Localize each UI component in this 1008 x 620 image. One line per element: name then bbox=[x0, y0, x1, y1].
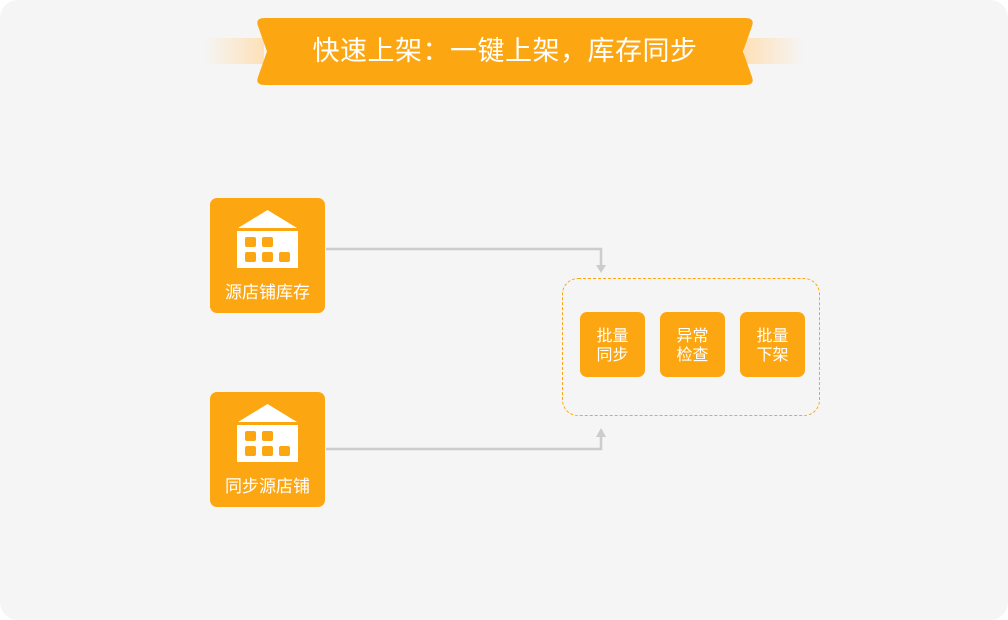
source-label: 同步源店铺 bbox=[225, 477, 310, 497]
banner-title: 快速上架：一键上架，库存同步 bbox=[312, 36, 698, 67]
op-label: 批量同步 bbox=[596, 325, 629, 364]
op-batch-delist: 批量下架 bbox=[740, 312, 805, 377]
source-store-inventory: 源店铺库存 bbox=[210, 198, 325, 313]
banner-glow-right bbox=[744, 38, 804, 64]
warehouse-icon bbox=[237, 404, 298, 462]
arrow-up-icon bbox=[596, 428, 606, 437]
sync-source-store: 同步源店铺 bbox=[210, 392, 325, 507]
op-label: 批量下架 bbox=[756, 325, 789, 364]
warehouse-icon bbox=[237, 210, 298, 268]
arrow-down-icon bbox=[596, 265, 606, 273]
banner-glow-left bbox=[204, 38, 264, 64]
op-label: 异常检查 bbox=[676, 325, 709, 364]
connector-bottom bbox=[326, 436, 603, 451]
op-batch-sync: 批量同步 bbox=[580, 312, 645, 377]
connector-top bbox=[326, 247, 603, 266]
op-exception-check: 异常检查 bbox=[660, 312, 725, 377]
banner-ribbon-shape bbox=[257, 18, 753, 85]
source-label: 源店铺库存 bbox=[225, 283, 310, 303]
operations-group bbox=[562, 278, 820, 416]
title-banner: 快速上架：一键上架，库存同步 bbox=[255, 18, 755, 85]
